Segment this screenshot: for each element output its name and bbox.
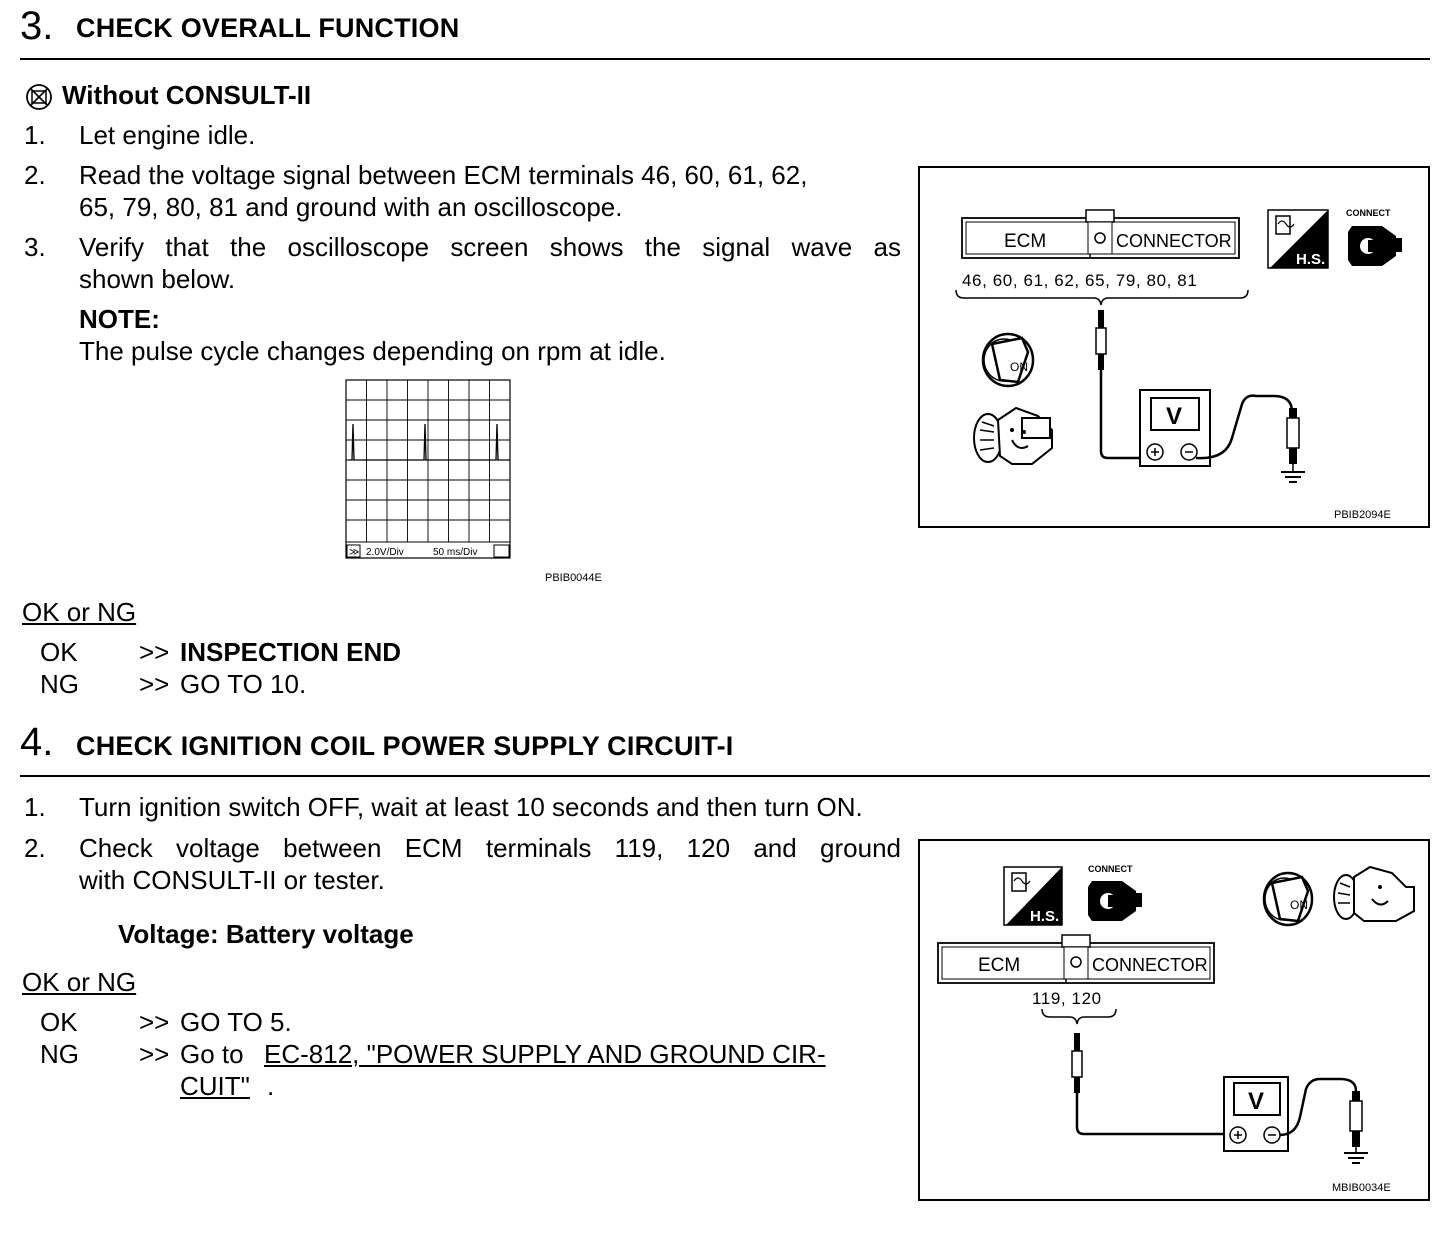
step-3-item-2-line-2: 65, 79, 80, 81 and ground with an oscill… [79,192,623,222]
meter-label: V [1166,403,1182,430]
power-supply-circuit-link[interactable]: EC-812, "POWER SUPPLY AND GROUND CIR- [264,1039,826,1069]
step-4-item-2-line-1: Check voltage between ECM terminals 119,… [79,833,901,863]
step-3-item-3-num: 3. [24,232,46,262]
connect-label: CONNECT [1346,208,1391,218]
scope-volt-div: 2.0V/Div [366,547,404,558]
hs-label: H.S. [1030,908,1059,925]
hs-label: H.S. [1296,251,1325,268]
connect-label: CONNECT [1088,864,1133,874]
step-4-number: 4. [20,720,54,764]
terminal-list: 46, 60, 61, 62, 65, 79, 80, 81 [962,271,1197,290]
scope-grid [346,380,510,543]
step-3-title: CHECK OVERALL FUNCTION [76,13,460,43]
on-label: ON [1010,360,1028,374]
step-4-ng-action-prefix: Go to [180,1039,244,1069]
on-label: ON [1290,898,1308,912]
step-3-result-heading: OK or NG [22,597,137,627]
connector-label: CONNECTOR [1092,955,1208,975]
connect-icon: CONNECT [1088,864,1142,921]
step-4-ng-arrow: >> [139,1039,170,1069]
connector-lock-icon [1094,232,1106,244]
step-3-ok-arrow: >> [139,637,170,667]
ignition-on-icon: ON [981,332,1035,388]
step-3-ok-status: OK [40,637,78,667]
note-label: NOTE: [79,304,160,334]
ecm-label: ECM [1004,231,1046,252]
step-4-figure-code: MBIB0034E [1332,1182,1391,1194]
connector-label: CONNECTOR [1116,231,1232,251]
terminal-list: 119, 120 [1032,989,1102,1008]
step-3-ng-status: NG [40,669,79,699]
hs-badge-icon: H.S. [1267,209,1329,269]
note-text: The pulse cycle changes depending on rpm… [79,336,666,366]
step-4-ok-arrow: >> [139,1007,170,1037]
step-3-item-1-num: 1. [24,120,46,150]
step-4-item-2-num: 2. [24,833,46,863]
voltage-spec: Voltage: Battery voltage [118,919,414,949]
step-4-result-heading: OK or NG [22,967,137,997]
step-3-ok-action: INSPECTION END [180,637,402,667]
ignition-on-icon: ON [1262,871,1314,927]
step-4-divider [20,775,1430,777]
connector-lock-icon [1070,956,1082,968]
scope-figure-code: PBIB0044E [545,572,602,584]
step-4-diagram [918,839,1430,1201]
step-4-item-1-num: 1. [24,792,46,822]
step-4-ok-action: GO TO 5. [180,1007,292,1037]
hs-badge-icon: H.S. [1003,866,1063,926]
step-4-ng-status: NG [40,1039,79,1069]
step-3-item-2-line-1: Read the voltage signal between ECM term… [79,160,808,190]
step-3-diagram-drawing: ECM CONNECTOR 46, 60, 61, 62, 65, 79, 80… [955,208,1402,521]
engine-icon [1333,865,1415,922]
step-3-diagram [918,166,1430,528]
step-4-ok-status: OK [40,1007,78,1037]
step-3-item-3-line-2: shown below. [79,264,236,294]
step-3-item-3-line-1: Verify that the oscilloscope screen show… [79,232,901,262]
step-3-item-1-text: Let engine idle. [79,120,256,150]
no-consult-icon [26,84,52,110]
step-4-item-1-text: Turn ignition switch OFF, wait at least … [79,792,863,822]
scope-marker: ≫ [349,547,359,558]
step-3-item-2-num: 2. [24,160,46,190]
engine-icon [973,406,1053,465]
ecm-label: ECM [978,955,1020,976]
step-4-ng-suffix: . [267,1071,275,1101]
step-4-item-2-line-2: with CONSULT-II or tester. [79,865,385,895]
scope-time-div: 50 ms/Div [433,547,477,558]
step-3-figure-code: PBIB2094E [1334,509,1391,521]
step-4-diagram-drawing: H.S. CONNECT ON ECM CONNECTOR 119, 120 V [937,864,1415,1194]
step-4-title: CHECK IGNITION COIL POWER SUPPLY CIRCUIT… [76,731,734,761]
meter-label: V [1248,1088,1264,1115]
mode-heading: Without CONSULT-II [62,80,312,110]
scope-waveform [348,423,510,461]
step-3-number: 3. [20,4,54,48]
connect-icon: CONNECT [1346,208,1402,266]
oscilloscope-screen: ≫ 2.0V/Div 50 ms/Div [345,379,511,559]
step-3-ng-action: GO TO 10. [180,669,307,699]
step-3-ng-arrow: >> [139,669,170,699]
power-supply-circuit-link-cont[interactable]: CUIT" [180,1071,250,1101]
step-3-divider [20,58,1430,60]
